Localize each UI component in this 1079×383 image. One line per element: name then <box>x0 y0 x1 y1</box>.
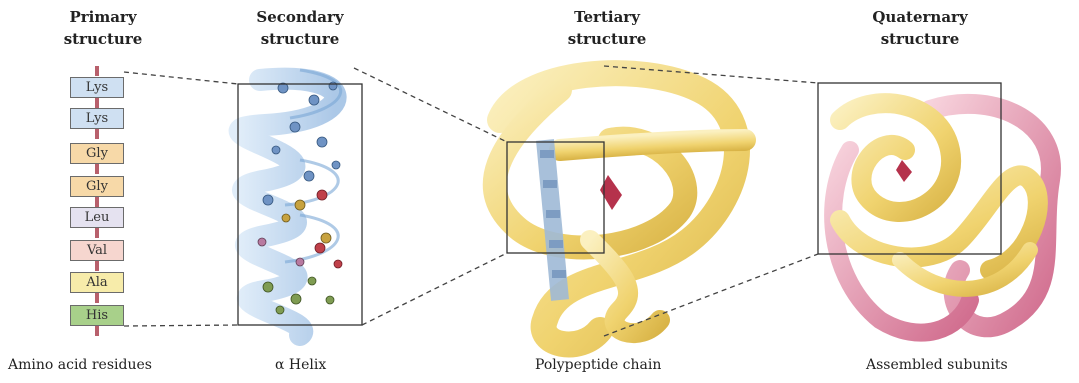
peptide-bond <box>95 164 99 174</box>
residue-box: Gly <box>70 176 124 197</box>
tertiary-chain-illustration <box>495 73 745 344</box>
residue-box: Leu <box>70 207 124 228</box>
peptide-bond <box>95 293 99 303</box>
primary-caption: Amino acid residues <box>8 357 152 373</box>
peptide-bond <box>95 197 99 207</box>
quaternary-caption: Assembled subunits <box>866 357 1008 373</box>
peptide-bond <box>95 129 99 139</box>
peptide-bond <box>95 66 99 76</box>
residue-box: Lys <box>70 77 124 98</box>
residue-box: Val <box>70 240 124 261</box>
tertiary-caption: Polypeptide chain <box>535 357 661 373</box>
alpha-helix-illustration <box>240 70 342 335</box>
peptide-bond <box>95 261 99 271</box>
quaternary-subunits-illustration <box>833 103 1051 332</box>
peptide-bond <box>95 98 99 108</box>
residue-box: Ala <box>70 272 124 293</box>
residue-box: Gly <box>70 143 124 164</box>
residue-box: Lys <box>70 108 124 129</box>
peptide-bond <box>95 228 99 238</box>
peptide-bond <box>95 326 99 336</box>
residue-box: His <box>70 305 124 326</box>
secondary-caption: α Helix <box>275 357 326 373</box>
